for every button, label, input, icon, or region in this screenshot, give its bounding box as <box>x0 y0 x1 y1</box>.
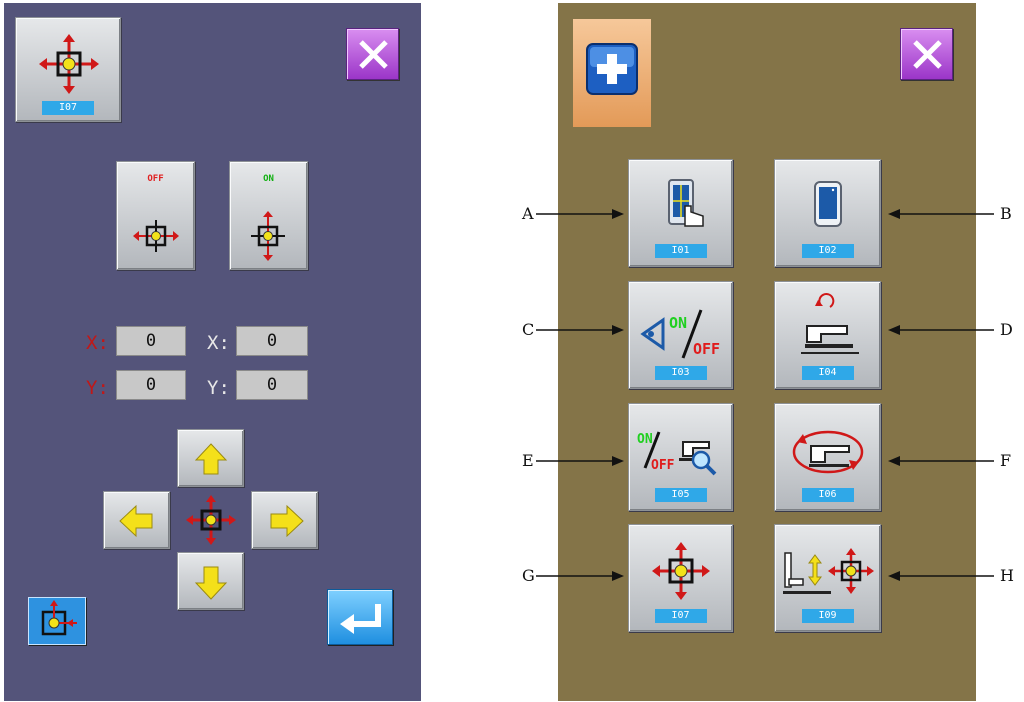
callout-c: C <box>522 320 535 339</box>
origin-return-button[interactable] <box>28 597 86 645</box>
function-button-i09[interactable]: I09 <box>774 524 881 632</box>
button-code: I07 <box>42 101 94 115</box>
function-button-i07[interactable]: I07 <box>628 524 733 632</box>
callout-b: B <box>1000 204 1012 223</box>
move-up-button[interactable] <box>177 429 244 487</box>
x-field-2[interactable]: 0 <box>236 326 308 356</box>
on-label: ON <box>637 432 653 447</box>
close-icon <box>913 40 942 69</box>
laser-on-off-icon <box>640 309 703 359</box>
button-code: I09 <box>801 609 854 623</box>
x-label-2: X: <box>207 332 230 354</box>
magnifier-icon <box>643 431 717 476</box>
callout-e: E <box>522 451 534 470</box>
button-code: I02 <box>801 244 854 258</box>
y-field-1: 0 <box>116 370 186 400</box>
y-label-2: Y: <box>207 377 230 399</box>
button-code: I05 <box>654 488 707 502</box>
plus-icon <box>586 43 638 95</box>
close-button[interactable] <box>346 28 399 80</box>
button-code: I04 <box>801 366 854 380</box>
y-label-1: Y: <box>86 377 109 399</box>
enter-button[interactable] <box>327 589 393 645</box>
button-code: I06 <box>801 488 854 502</box>
function-button-i04[interactable]: I04 <box>774 281 881 389</box>
origin-setting-panel: I07 OFF ON <box>4 3 421 701</box>
callout-d: D <box>1000 320 1013 339</box>
arrow-up-icon <box>194 443 228 475</box>
panel-icon <box>814 181 842 227</box>
off-label: OFF <box>651 458 675 473</box>
crosshair-off-icon <box>133 220 179 252</box>
button-code: I07 <box>654 609 707 623</box>
callout-arrow-c <box>536 325 624 335</box>
sewing-machine-cycle-icon <box>792 430 864 474</box>
crosshair-icon <box>186 495 236 545</box>
off-label: OFF <box>147 174 164 184</box>
move-left-button[interactable] <box>103 491 170 549</box>
x-label-1: X: <box>86 332 109 354</box>
function-button-i02[interactable]: I02 <box>774 159 881 267</box>
move-right-button[interactable] <box>251 491 318 549</box>
arrow-down-icon <box>194 566 228 600</box>
add-function-button[interactable] <box>573 19 651 127</box>
callout-arrow-h <box>888 571 994 581</box>
arrow-left-icon <box>119 504 153 538</box>
touch-panel-icon <box>668 179 704 227</box>
button-code: I01 <box>654 244 707 258</box>
callout-arrow-e <box>536 456 624 466</box>
crosshair-icon <box>652 542 710 600</box>
callout-a: A <box>522 204 534 223</box>
arrow-right-icon <box>270 504 304 538</box>
on-label: ON <box>263 174 274 184</box>
crosshair-on-icon <box>251 211 285 261</box>
origin-off-button[interactable]: OFF <box>116 161 195 270</box>
callout-arrow-f <box>888 456 994 466</box>
x-field-1: 0 <box>116 326 186 356</box>
crosshair-icon <box>39 34 99 94</box>
crosshair-icon <box>41 600 77 636</box>
function-button-i06[interactable]: I06 <box>774 403 881 511</box>
close-icon <box>359 40 388 69</box>
y-field-2[interactable]: 0 <box>236 370 308 400</box>
callout-g: G <box>522 566 535 585</box>
off-label: OFF <box>693 340 721 358</box>
presser-foot-icon <box>783 548 874 594</box>
on-label: ON <box>669 314 688 332</box>
callout-arrow-b <box>888 209 994 219</box>
callout-f: F <box>1000 451 1012 470</box>
callout-h: H <box>1000 566 1014 585</box>
button-code: I03 <box>654 366 707 380</box>
close-button[interactable] <box>900 28 953 80</box>
move-down-button[interactable] <box>177 552 244 610</box>
origin-on-button[interactable]: ON <box>229 161 308 270</box>
origin-button[interactable]: I07 <box>15 17 121 122</box>
function-menu-panel: I01 I02 ON OFF I03 I04 <box>558 3 976 701</box>
enter-icon <box>340 604 381 634</box>
sewing-machine-icon <box>801 293 859 354</box>
callout-arrow-g <box>536 571 624 581</box>
function-button-i03[interactable]: ON OFF I03 <box>628 281 733 389</box>
callout-arrow-a <box>536 209 624 219</box>
center-crosshair <box>182 493 240 547</box>
function-button-i01[interactable]: I01 <box>628 159 733 267</box>
callout-arrow-d <box>888 325 994 335</box>
function-button-i05[interactable]: ON OFF I05 <box>628 403 733 511</box>
